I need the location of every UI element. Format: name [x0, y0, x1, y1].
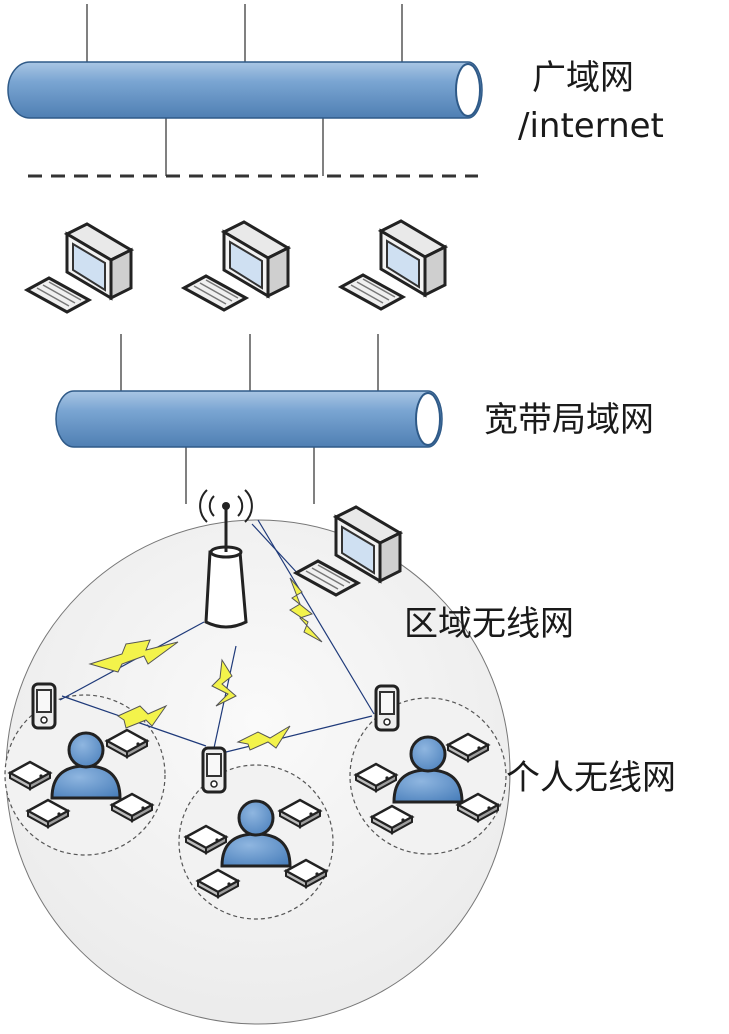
lightning-icon — [88, 577, 323, 751]
phone-icon — [31, 682, 57, 730]
internet-label: /internet — [518, 106, 664, 146]
wan-bus — [7, 4, 483, 176]
personal-wireless-label: 个人无线网 — [506, 758, 676, 798]
broadband-lan-label: 宽带局域网 — [484, 400, 654, 440]
wan-label: 广域网 — [532, 58, 634, 98]
phone-icon — [374, 684, 400, 732]
pc-icon — [339, 219, 447, 311]
pc-icon — [25, 222, 133, 314]
pc-icon — [182, 220, 290, 312]
regional-wireless-label: 区域无线网 — [404, 604, 574, 644]
lan-bus — [55, 334, 443, 504]
antenna-icon — [199, 489, 253, 629]
phone-icon — [201, 746, 227, 794]
